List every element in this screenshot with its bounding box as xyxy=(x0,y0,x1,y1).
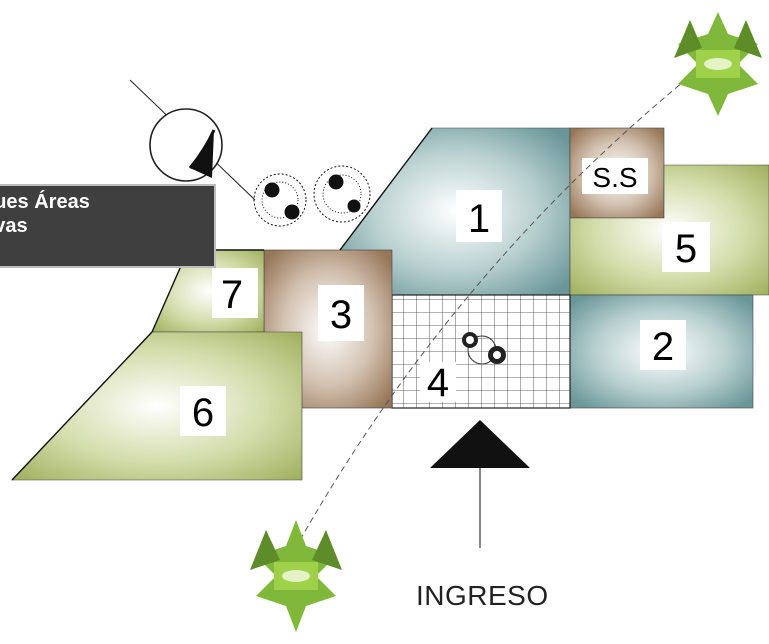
zone-4-label: 4 xyxy=(427,361,449,405)
zone-1-label: 1 xyxy=(468,197,490,241)
legend-text: ques Áreas tivas xyxy=(0,190,90,238)
zone-6-label: 6 xyxy=(192,391,214,435)
legend-line-2: tivas xyxy=(0,215,28,237)
zone-4: 4 xyxy=(391,294,571,409)
zone-3-label: 3 xyxy=(330,293,352,337)
zone-5: 5 xyxy=(569,164,769,296)
zone-7: 7 xyxy=(151,249,265,333)
legend-box: ques Áreas tivas xyxy=(0,184,216,268)
circulation-path xyxy=(299,59,711,541)
north-arrow-icon xyxy=(129,79,256,201)
zone-6: 6 xyxy=(11,331,303,481)
entrance-label: INGRESO xyxy=(416,580,549,611)
green-tree-icon xyxy=(674,12,762,116)
zone-5-label: 5 xyxy=(675,227,697,271)
zone-ss: S.S xyxy=(569,127,665,219)
zone-7-label: 7 xyxy=(221,273,243,317)
green-tree-icon xyxy=(250,520,342,632)
entrance-arrow-icon xyxy=(430,420,530,548)
shrub-icon xyxy=(462,332,506,365)
zone-2: 2 xyxy=(569,294,754,409)
site-outline xyxy=(11,127,433,481)
zone-ss-label: S.S xyxy=(592,162,637,193)
legend-line-1: ques Áreas xyxy=(0,191,90,213)
zone-2-label: 2 xyxy=(652,325,674,369)
zone-1: 1 xyxy=(339,127,571,296)
tree-icon xyxy=(253,165,371,227)
